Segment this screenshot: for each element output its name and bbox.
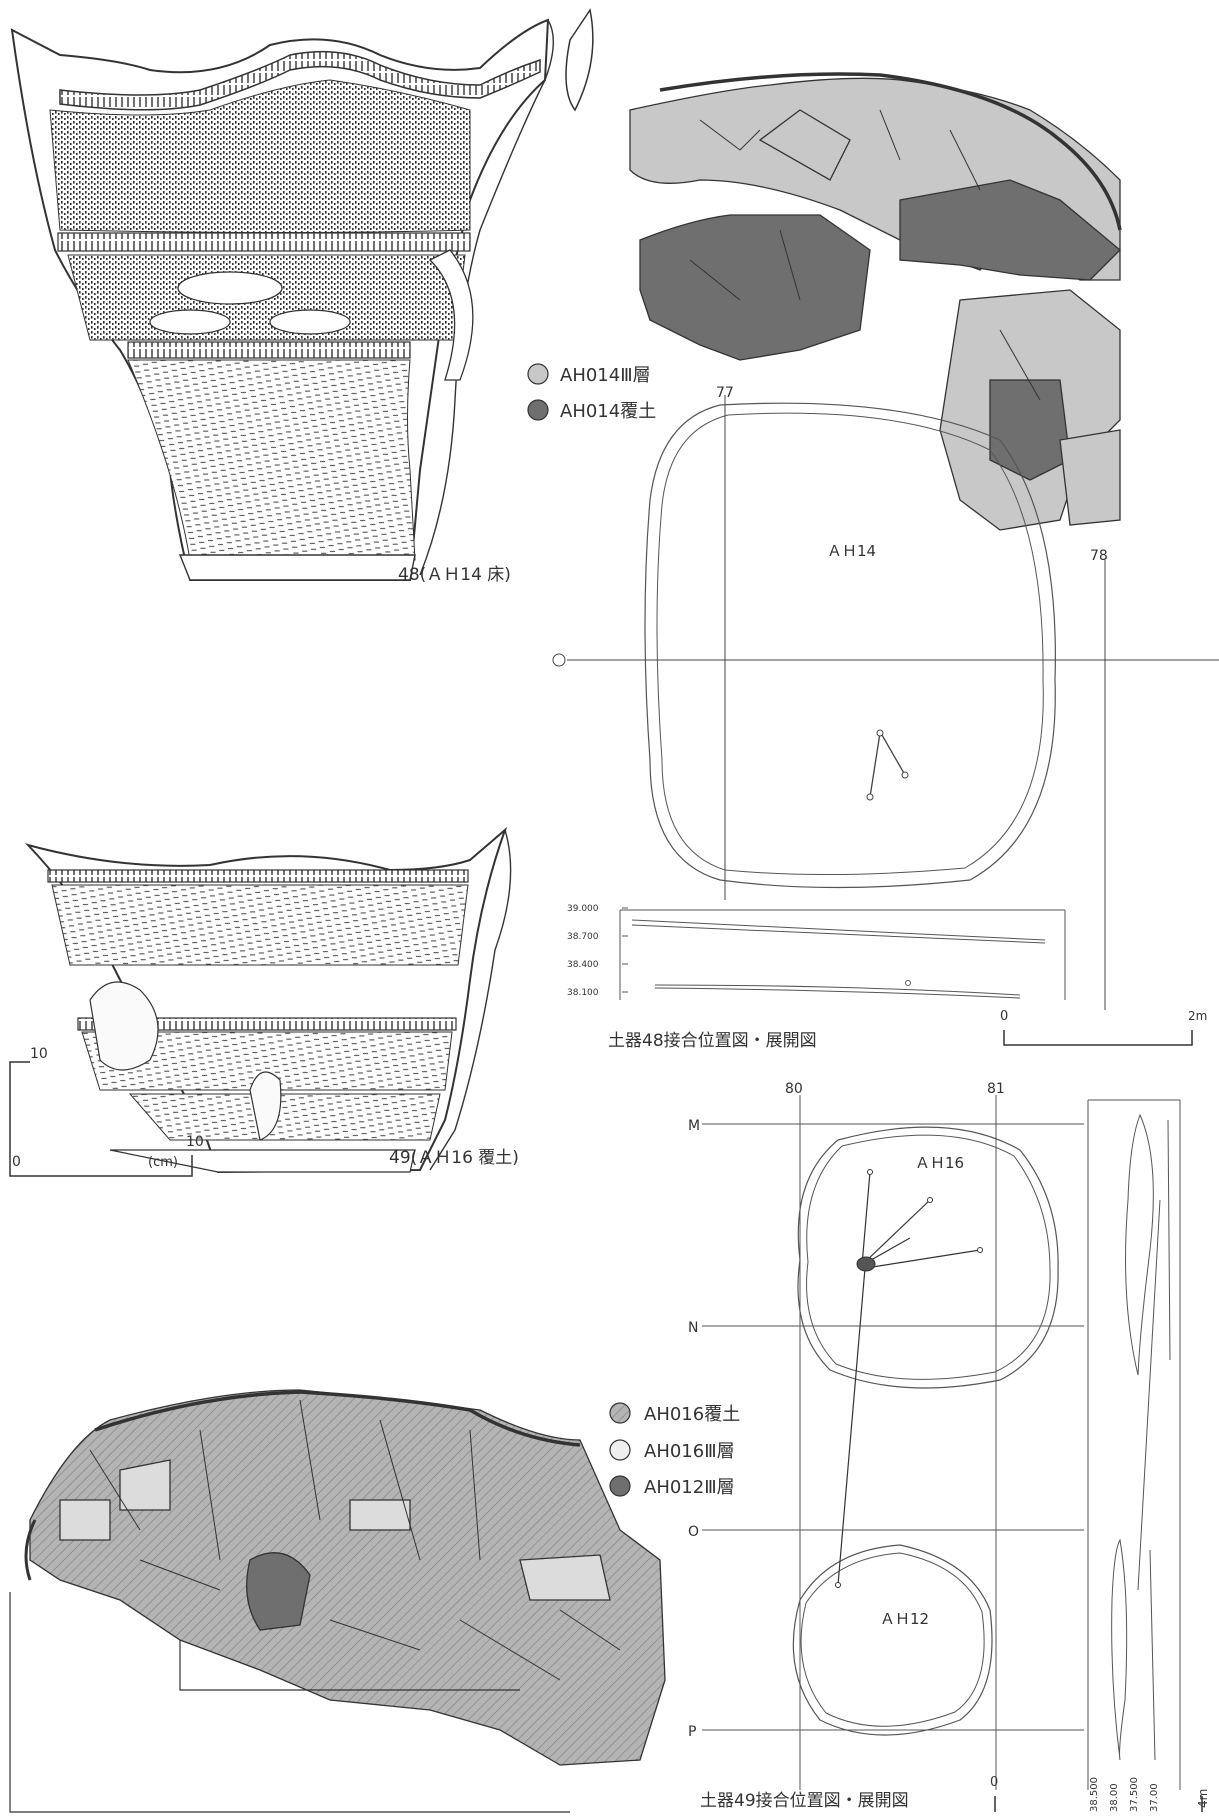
legend-49-label-3: AH012Ⅲ層 xyxy=(644,1477,735,1498)
map-48-grid-o: O xyxy=(555,654,565,669)
map-48-elev-1: 39.000 xyxy=(567,904,599,914)
legend-49-label-2: AH016Ⅲ層 xyxy=(644,1441,735,1462)
pot-49-caption: 49(ＡＨ16 覆土) xyxy=(389,1148,519,1168)
map-49-grid-80: 80 xyxy=(785,1081,803,1097)
legend-49-swatch-light xyxy=(609,1439,631,1461)
map-48-elev-2: 38.700 xyxy=(567,932,599,942)
pot-scale-unit: (cm) xyxy=(148,1155,178,1170)
map-49-elev-4: 37.00 xyxy=(1149,1783,1160,1812)
map-49-scale-end: 4m xyxy=(1196,1789,1210,1808)
map-49-pit-bottom: ＡＨ12 xyxy=(880,1610,929,1628)
map-49-scale-start: 0 xyxy=(990,1775,998,1790)
map-49-grid-m: M xyxy=(688,1118,700,1134)
map-48-caption: 土器48接合位置図・展開図 xyxy=(608,1031,817,1051)
grid-marker-o-48 xyxy=(552,653,566,667)
map-48-scale-start: 0 xyxy=(1000,1009,1008,1024)
legend-48-label-2: AH014覆土 xyxy=(560,401,656,422)
legend-49-label-1: AH016覆土 xyxy=(644,1404,740,1425)
map-48-grid-77: 77 xyxy=(716,385,734,401)
pot-scale-10-right: 10 xyxy=(186,1134,204,1150)
map-49-grid-o: O xyxy=(688,1524,699,1540)
map-48-elev-3: 38.400 xyxy=(567,960,599,970)
map-49-grid-p: P xyxy=(688,1724,696,1740)
map-49-grid-n: N xyxy=(688,1320,698,1336)
map-49-caption: 土器49接合位置図・展開図 xyxy=(700,1791,909,1811)
pot-scale-zero: 0 xyxy=(12,1154,21,1170)
map-49-elev-1: 38.500 xyxy=(1089,1777,1100,1812)
map-48-pit-label: ＡＨ14 xyxy=(827,542,876,560)
legend-49: AH016覆土 AH016Ⅲ層 AH012Ⅲ層 xyxy=(609,1402,740,1498)
map-48 xyxy=(552,395,1219,1010)
legend-48-swatch-light xyxy=(527,363,549,385)
legend-48: AH014Ⅲ層 AH014覆土 xyxy=(527,363,656,422)
map-48-section xyxy=(619,909,1066,1000)
map-48-grid-78: 78 xyxy=(1090,548,1108,564)
map-48-scale-end: 2m xyxy=(1188,1009,1207,1023)
pot-scale-bar xyxy=(9,1061,193,1177)
pot-48-drawing xyxy=(10,8,594,581)
map-49-elev-2: 38.00 xyxy=(1109,1783,1120,1812)
map-49-section xyxy=(1087,1099,1181,1790)
legend-49-swatch-hatched xyxy=(609,1402,631,1424)
map-49-elev-3: 37.500 xyxy=(1129,1777,1140,1812)
legend-49-swatch-dark xyxy=(609,1475,631,1497)
map-48-scale-bar xyxy=(1003,1030,1193,1046)
map-49-pit-top: ＡＨ16 xyxy=(915,1154,964,1172)
map-49 xyxy=(702,1095,1084,1790)
map-48-elev-4: 38.100 xyxy=(567,988,599,998)
pot-48-caption: 48(ＡＨ14 床) xyxy=(398,565,511,585)
sherd-spread-49 xyxy=(9,1389,666,1813)
legend-48-swatch-dark xyxy=(527,399,549,421)
map-49-grid-81: 81 xyxy=(987,1081,1005,1097)
pot-49-drawing xyxy=(24,826,512,1174)
sherd-spread-48 xyxy=(629,72,1122,531)
pot-scale-10-top: 10 xyxy=(30,1046,48,1062)
legend-48-label-1: AH014Ⅲ層 xyxy=(560,365,651,386)
